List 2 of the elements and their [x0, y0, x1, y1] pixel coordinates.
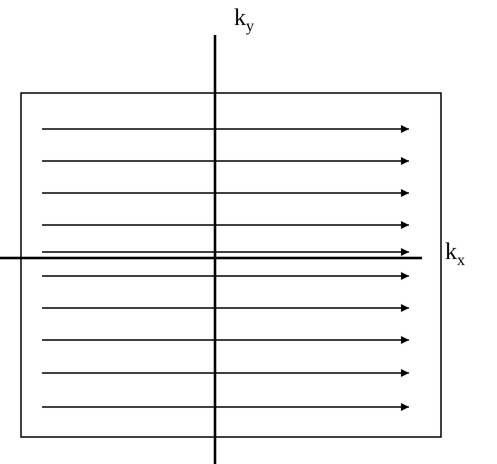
axis-label: k$_{x}$ [445, 240, 465, 269]
axis-label: k$_{y}$ [234, 6, 254, 35]
